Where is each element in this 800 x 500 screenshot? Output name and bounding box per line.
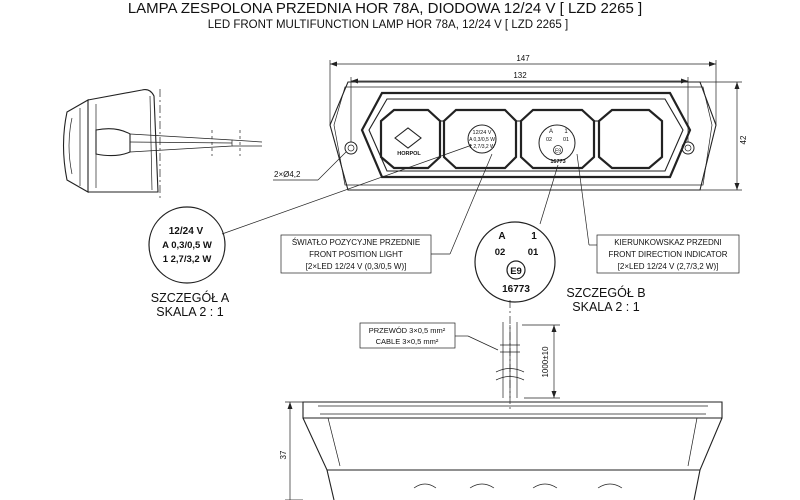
lamp-code-a: A <box>549 129 553 135</box>
callout-position-light: ŚWIATŁO POZYCYJNE PRZEDNIE FRONT POSITIO… <box>280 153 493 274</box>
detail-b: A 1 02 01 E9 16773 SZCZEGÓŁ B SKALA 2 : … <box>474 164 646 314</box>
detail-b-e-mark-circle-icon <box>506 260 526 280</box>
dim-inner-width: 132 <box>513 71 527 80</box>
title-line-2: LED FRONT MULTIFUNCTION LAMP HOR 78A, 12… <box>208 19 568 31</box>
detail-b-code-1: 1 <box>531 231 537 242</box>
dim-holes: 2×Ø4,2 <box>274 170 301 179</box>
direction-indicator-line-2: FRONT DIRECTION INDICATOR <box>608 250 727 259</box>
detail-a-indicator-power: 1 2,7/3,2 W <box>163 254 212 265</box>
position-light-line-3: [2×LED 12/24 V (0,3/0,5 W)] <box>306 262 407 271</box>
dim-depth: 37 <box>279 450 288 459</box>
dim-cable-length: 1000±10 <box>541 346 550 378</box>
dim-height: 42 <box>739 135 748 144</box>
lamp-e-mark: E9 <box>555 149 561 155</box>
callout-cable: PRZEWÓD 3×0,5 mm² CABLE 3×0,5 mm² <box>359 322 499 351</box>
bottom-view: 37 <box>279 401 723 500</box>
horpol-label: HORPOL <box>397 151 421 157</box>
cable: 1000±10 <box>495 300 560 410</box>
direction-indicator-line-1: KIERUNKOWSKAZ PRZEDNI <box>614 238 722 247</box>
lamp-approval: 16773 <box>550 159 565 165</box>
detail-b-scale: SKALA 2 : 1 <box>572 300 639 314</box>
detail-a-position-power: A 0,3/0,5 W <box>162 240 212 251</box>
front-dimensions: 147 132 42 2×Ø4,2 <box>273 54 748 191</box>
detail-b-approval: 16773 <box>502 284 530 295</box>
lamp-code-02: 02 <box>546 137 552 143</box>
position-light-line-1: ŚWIATŁO POZYCYJNE PRZEDNIE <box>292 238 420 247</box>
position-light-line-2: FRONT POSITION LIGHT <box>309 250 403 259</box>
cable-line-1: PRZEWÓD 3×0,5 mm² <box>369 326 446 335</box>
direction-indicator-line-3: [2×LED 12/24 V (2,7/3,2 W)] <box>618 262 719 271</box>
detail-b-code-a: A <box>498 231 505 242</box>
lamp-position-power-label: A 0,3/0,5 W <box>469 137 495 143</box>
lamp-e-mark-circle-icon <box>553 145 563 155</box>
lamp-code-01: 01 <box>563 137 569 143</box>
detail-b-title: SZCZEGÓŁ B <box>566 285 645 300</box>
cable-line-2: CABLE 3×0,5 mm² <box>376 337 439 346</box>
side-view <box>62 89 263 200</box>
dim-overall-width: 147 <box>516 54 530 63</box>
detail-b-code-01: 01 <box>528 247 539 258</box>
mounting-hole-left <box>344 141 358 155</box>
callout-direction-indicator: KIERUNKOWSKAZ PRZEDNI FRONT DIRECTION IN… <box>576 153 740 274</box>
title-line-1: LAMPA ZESPOLONA PRZEDNIA HOR 78A, DIODOW… <box>128 0 642 17</box>
horpol-logo <box>394 127 422 149</box>
front-view: HORPOL 12/24 V A 0,3/0,5 W 1 2,7/3,2 W A… <box>329 81 717 191</box>
lamp-indicator-power-label: 1 2,7/3,2 W <box>469 144 495 150</box>
detail-a-title: SZCZEGÓŁ A <box>151 290 230 305</box>
detail-b-e-mark: E9 <box>510 266 522 277</box>
detail-a: 12/24 V A 0,3/0,5 W 1 2,7/3,2 W SZCZEGÓŁ… <box>148 144 473 319</box>
detail-b-code-02: 02 <box>495 247 506 258</box>
detail-a-voltage: 12/24 V <box>169 226 204 237</box>
detail-a-scale: SKALA 2 : 1 <box>156 305 223 319</box>
lamp-code-1: 1 <box>564 129 568 135</box>
lamp-voltage-label: 12/24 V <box>473 130 492 136</box>
